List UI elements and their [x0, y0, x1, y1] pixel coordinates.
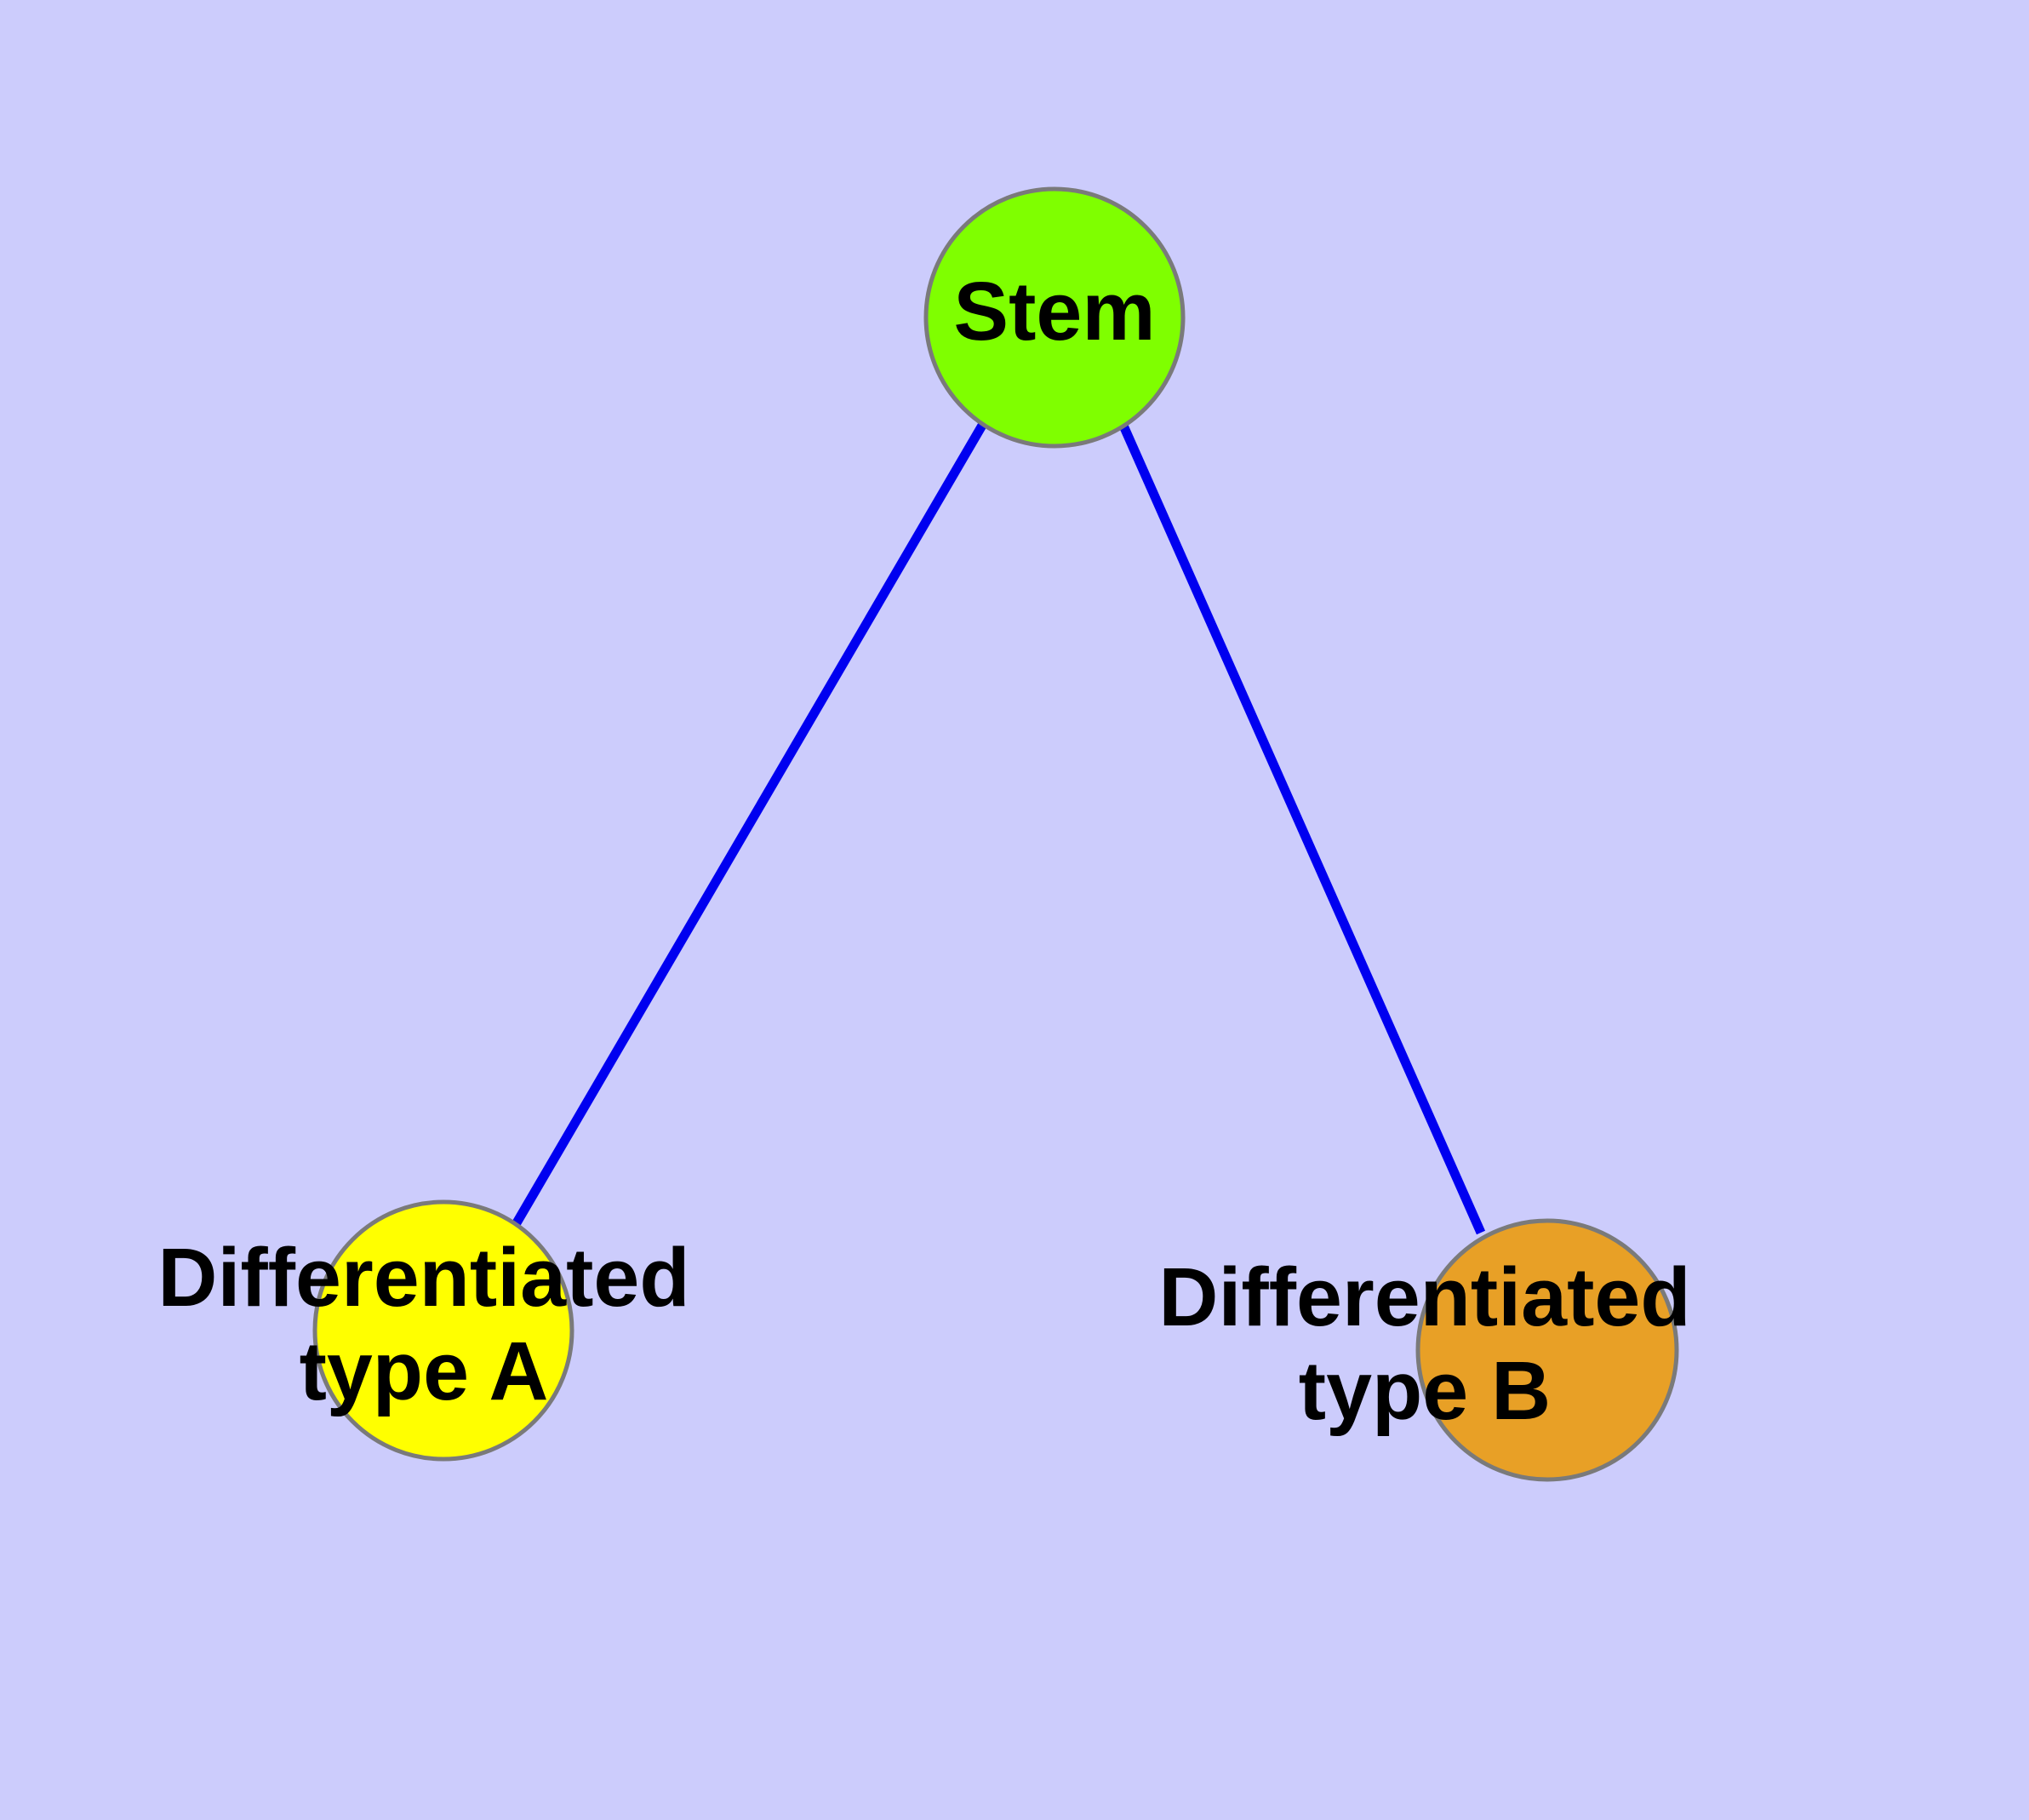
- node-diff-b-circle[interactable]: [1415, 1218, 1679, 1482]
- label-line: type B: [1299, 1344, 1551, 1437]
- label-line: Differentiated: [157, 1231, 689, 1324]
- edge-stem-to-diff-b[interactable]: [1118, 423, 1486, 1235]
- node-layer: [312, 186, 1679, 1482]
- edge-layer: [511, 421, 1486, 1235]
- node-diff-a[interactable]: [312, 1199, 574, 1462]
- node-stem[interactable]: [923, 186, 1186, 449]
- node-stem-label: Stem: [953, 265, 1155, 358]
- label-line: type A: [300, 1325, 549, 1417]
- label-line: Stem: [953, 265, 1155, 358]
- node-stem-circle[interactable]: [923, 186, 1186, 449]
- edge-stem-to-diff-a[interactable]: [511, 421, 987, 1228]
- node-diff-b[interactable]: [1415, 1218, 1679, 1482]
- label-line: Differentiated: [1158, 1251, 1690, 1343]
- node-diff-a-circle[interactable]: [312, 1199, 574, 1462]
